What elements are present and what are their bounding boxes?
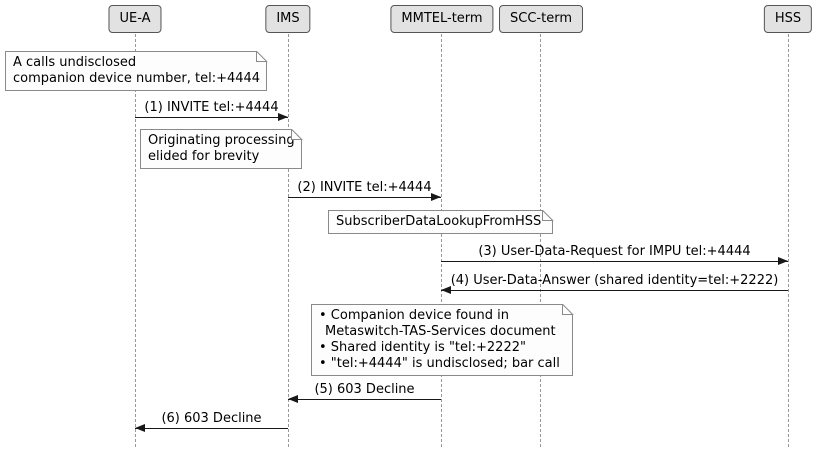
lifeline-scc-term	[540, 34, 541, 447]
message-5-arrow	[288, 395, 441, 403]
message-3-label: (3) User-Data-Request for IMPU tel:+4444	[478, 244, 751, 259]
note-line: • "tel:+4444" is undisclosed; bar call	[319, 356, 560, 371]
note-subscriber-data-lookup: SubscriberDataLookupFromHSS	[328, 210, 553, 234]
participant-mmtel-term: MMTEL-term	[390, 5, 494, 33]
message-1-label: (1) INVITE tel:+4444	[144, 100, 279, 115]
note-line: elided for brevity	[148, 149, 260, 164]
lifeline-hss	[788, 34, 789, 447]
participant-hss: HSS	[763, 5, 813, 33]
note-fold-icon	[291, 129, 302, 140]
message-4-arrow	[441, 286, 788, 294]
lifeline-mmtel-term	[441, 34, 442, 447]
note-caller-action: A calls undisclosed companion device num…	[5, 51, 267, 91]
note-line: SubscriberDataLookupFromHSS	[336, 214, 542, 229]
note-originating-processing: Originating processing elided for brevit…	[140, 129, 302, 169]
message-2-label: (2) INVITE tel:+4444	[297, 180, 432, 195]
message-6-arrow	[135, 424, 288, 432]
note-line: Originating processing	[148, 133, 295, 148]
note-line: Metaswitch-TAS-Services document	[325, 324, 556, 339]
note-line: • Shared identity is "tel:+2222"	[319, 340, 526, 355]
participant-ue-a: UE-A	[108, 5, 162, 33]
message-6-label: (6) 603 Decline	[161, 411, 262, 426]
note-companion-device-result: • Companion device found in Metaswitch-T…	[311, 304, 573, 376]
message-5-label: (5) 603 Decline	[314, 382, 415, 397]
note-fold-icon	[256, 51, 267, 62]
participant-ims: IMS	[265, 5, 311, 33]
message-1-arrow	[135, 113, 288, 121]
message-4-label: (4) User-Data-Answer (shared identity=te…	[450, 273, 779, 288]
note-line: companion device number, tel:+4444	[13, 71, 261, 86]
message-2-arrow	[288, 193, 441, 201]
participant-scc-term: SCC-term	[499, 5, 583, 33]
message-3-arrow	[441, 257, 788, 265]
lifeline-ims	[288, 34, 289, 447]
note-line: • Companion device found in	[319, 308, 509, 323]
lifeline-ue-a	[135, 34, 136, 447]
note-fold-icon	[562, 304, 573, 315]
note-fold-icon	[542, 210, 553, 221]
note-line: A calls undisclosed	[13, 55, 137, 70]
